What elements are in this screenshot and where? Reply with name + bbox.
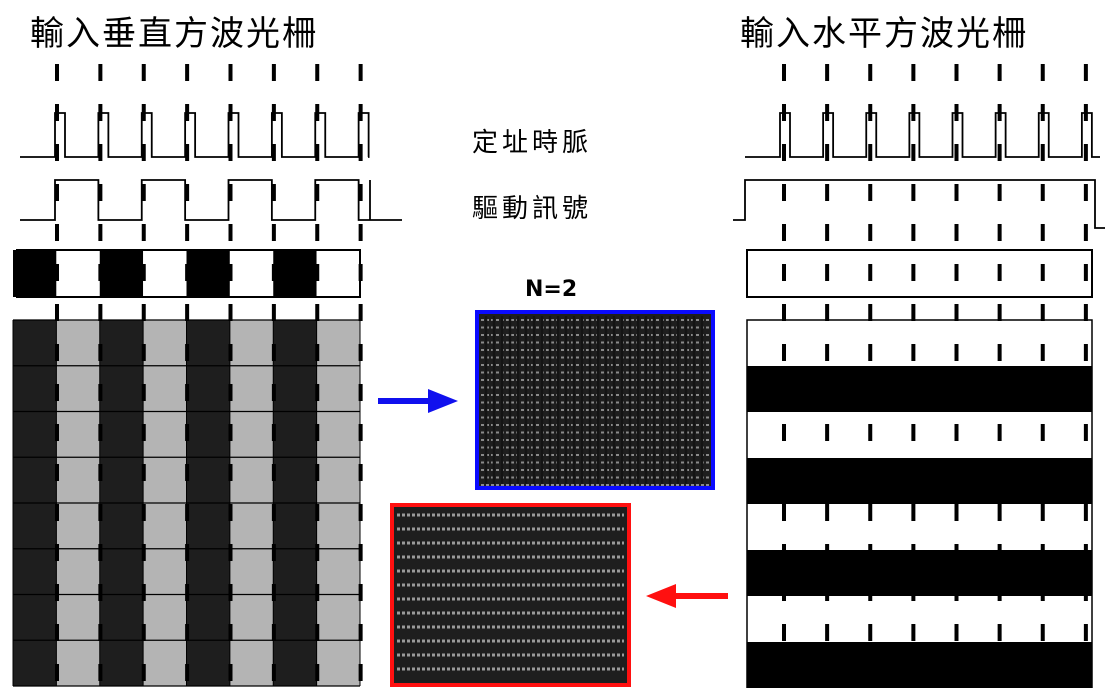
n-label: N=2 [525, 277, 577, 302]
red-output-image [392, 505, 629, 685]
stripe-white [747, 412, 1092, 458]
bar-cell-white [230, 250, 273, 297]
stripe-white [747, 320, 1092, 366]
stripe-black [747, 550, 1092, 596]
right-grating-block [747, 320, 1092, 688]
clock-line [745, 113, 1100, 157]
bar-cell-black [13, 250, 56, 297]
stripe-white [747, 596, 1092, 642]
stripe-black [747, 366, 1092, 412]
right-title: 輸入水平方波光柵 [740, 6, 1028, 55]
stripe-black [747, 458, 1092, 504]
left-title: 輸入垂直方波光柵 [30, 6, 318, 55]
bar-cell-black [187, 250, 230, 297]
blue-arrow [378, 389, 458, 413]
stripe-white [747, 504, 1092, 550]
clock-label: 定址時脈 [472, 122, 592, 159]
stripe-black [747, 642, 1092, 688]
bar-cell-white [56, 250, 99, 297]
bar-cell-black [273, 250, 316, 297]
arrow-head [428, 389, 458, 413]
arrow-head [646, 584, 676, 608]
right-clock-waveform [745, 113, 1100, 157]
drive-label: 驅動訊號 [472, 188, 592, 225]
bar-cell-white [317, 250, 360, 297]
red-arrow [646, 584, 728, 608]
right-bar-pattern [747, 250, 1092, 297]
output-image-bg [392, 505, 629, 685]
blue-output-image [477, 312, 713, 488]
drive-line [20, 180, 402, 220]
bar-cell-white [143, 250, 186, 297]
bar-cell-black [100, 250, 143, 297]
left-drive-waveform [20, 180, 402, 220]
right-drive-line [733, 180, 1105, 228]
